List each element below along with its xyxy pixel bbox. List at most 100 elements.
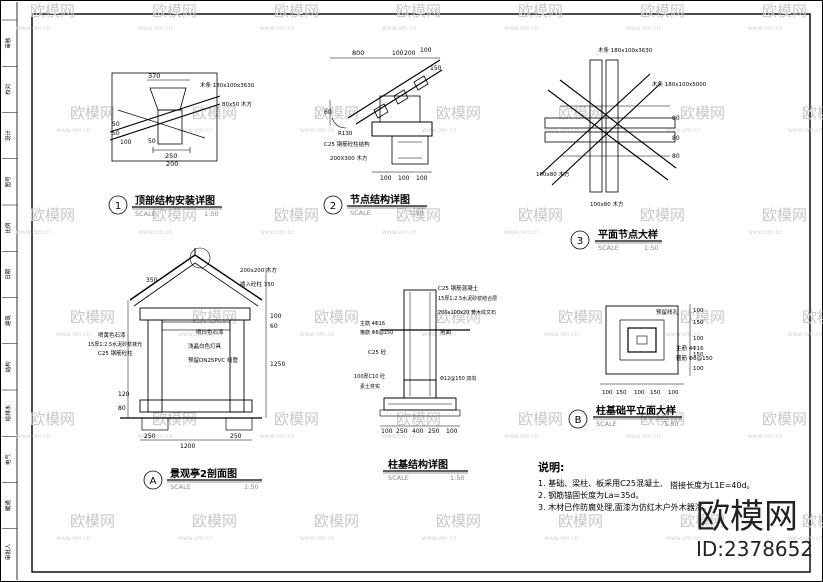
scale-word: SCALE (350, 209, 371, 217)
scale-value: 1:50 (644, 244, 659, 252)
dim-label: 100 (120, 139, 132, 146)
detail-3-post-v (589, 59, 603, 193)
dim-label: 150 (693, 320, 704, 326)
watermark-url: www.om.cn (260, 229, 295, 236)
drawing-title: 节点结构详图 (350, 193, 410, 206)
watermark-logo: 欧模网 (436, 308, 481, 326)
watermark-logo: 欧模网 (558, 104, 603, 122)
watermark-url: www.om.cn (748, 229, 783, 236)
dim-label: 50 (112, 130, 120, 137)
watermark-logo: 欧模网 (152, 206, 197, 224)
drawing-number-circle (143, 470, 163, 490)
annotation: R130 (338, 131, 353, 137)
dim-label: 60 (324, 109, 332, 116)
drawing-number-circle (108, 195, 128, 215)
annotation: Φ12@150 双向 (440, 375, 476, 382)
annotation: 100x80 木方 (590, 200, 624, 208)
watermark-logo: 欧模网 (396, 410, 441, 428)
detail-2-purlin (373, 103, 389, 119)
watermark-logo: 欧模网 (396, 206, 441, 224)
watermark-url: www.om.cn (666, 535, 701, 542)
dim-label: 100 (416, 175, 428, 182)
annotation: 15厚1:2.5水泥砂浆结合层 (438, 295, 497, 302)
dim-label: 1250 (270, 361, 285, 368)
watermark-logo: 欧模网 (274, 410, 319, 428)
drawing-title: 平面节点大样 (598, 228, 658, 241)
watermark-logo: 欧模网 (518, 206, 563, 224)
annotation: 100x80 木方 (536, 170, 570, 178)
detail-A-pavilion-section (120, 247, 267, 441)
watermark-layer: 欧模网 www.om.cn 欧模网 www.om.cn 欧模网 www.om.cn 欧模网 w… (16, 2, 823, 542)
annotation: C25 钢筋混凝土 (438, 284, 479, 292)
watermark-url: www.om.cn (56, 535, 91, 542)
detail-1-top-structure (109, 72, 221, 162)
detail-3-plan-node (539, 59, 677, 193)
detail-3-timber-diag-b (539, 73, 651, 176)
watermark-logo: 欧模网 (30, 410, 75, 428)
dim-label: 250 (230, 433, 242, 440)
dim-label: 800 (352, 49, 364, 57)
annotation: 木条 180x100x3630 (200, 81, 255, 89)
dim-label: 50 (112, 121, 120, 128)
footing-column (627, 327, 657, 353)
annotation: 木条 180x100x3630 (598, 46, 653, 54)
watermark-logo: 欧模网 (436, 512, 481, 530)
watermark-url: www.om.cn (422, 535, 457, 542)
dim-label: 100 (270, 313, 282, 320)
detail-1-beam-a (109, 95, 221, 133)
notes-heading: 说明: (538, 460, 564, 474)
dim-label: 250 (396, 428, 408, 435)
dim-label: 100 (420, 47, 432, 54)
watermark-url: www.om.cn (544, 535, 579, 542)
drawing-title: 景观亭2剖面图 (170, 467, 237, 480)
drawing-title: 顶部结构安装详图 (135, 194, 215, 207)
watermark-logo: 欧模网 (762, 2, 807, 20)
watermark-url: www.om.cn (178, 331, 213, 338)
detail-1-post (157, 109, 183, 145)
drawing-number-circle (570, 230, 590, 250)
watermark-logo: 欧模网 (30, 2, 75, 20)
dim-label: 100 (380, 175, 392, 182)
scale-word: SCALE (388, 474, 409, 482)
watermark-logo: 欧模网 (152, 2, 197, 20)
watermark-url: www.om.cn (422, 127, 457, 134)
sidebar-label: 比例 (4, 222, 12, 234)
dim-label: 250 (165, 152, 177, 160)
watermark-logo: 欧模网 (70, 512, 115, 530)
watermark-logo: 欧模网 (762, 206, 807, 224)
watermark-url: www.om.cn (16, 25, 51, 32)
dim-label: 80 (672, 135, 680, 142)
watermark-logo: 欧模网 (640, 206, 685, 224)
dim-label: 250 (428, 428, 440, 435)
watermark-url: www.om.cn (748, 433, 783, 440)
watermark-logo: 欧模网 (802, 308, 823, 326)
dim-label: 120 (118, 391, 130, 398)
annotation: 喷白色石漆 (196, 328, 224, 336)
watermark-logo: 欧模网 (680, 308, 725, 326)
drawing-border (31, 13, 811, 573)
sidebar-label: 电气 (4, 453, 12, 465)
detail-2-labels: 800 100 200 100 60 150 100 100 100 R130 … (324, 47, 442, 182)
annotation: 100厚C10 砼 (354, 373, 385, 380)
annotation: C25 钢筋砼柱结构 (324, 140, 370, 148)
drawing-number: B (575, 415, 582, 426)
detail-2-node-structure (329, 57, 443, 173)
watermark-url: www.om.cn (178, 535, 213, 542)
watermark-url: www.om.cn (666, 127, 701, 134)
dim-label: 100 (634, 390, 645, 396)
watermark-logo: 欧模网 (192, 104, 237, 122)
dim-label: 100 (668, 390, 679, 396)
annotation: 预留DN25PVC 线管 (188, 356, 239, 364)
drawing-number-circle (323, 195, 343, 215)
note-item: 3. 木材已作防腐处理,面漆为仿红木户外木器漆。 (538, 502, 711, 512)
dim-label: 100 (398, 175, 410, 182)
dim-label: 150 (693, 352, 704, 358)
annotation: 80x50 木方 (222, 100, 253, 108)
scale-value: 1:50 (244, 483, 259, 491)
watermark-stamp: 欧模网 ID:2378652 (696, 497, 813, 561)
watermark-logo: 欧模网 (314, 512, 359, 530)
dim-label: 350 (146, 277, 158, 284)
